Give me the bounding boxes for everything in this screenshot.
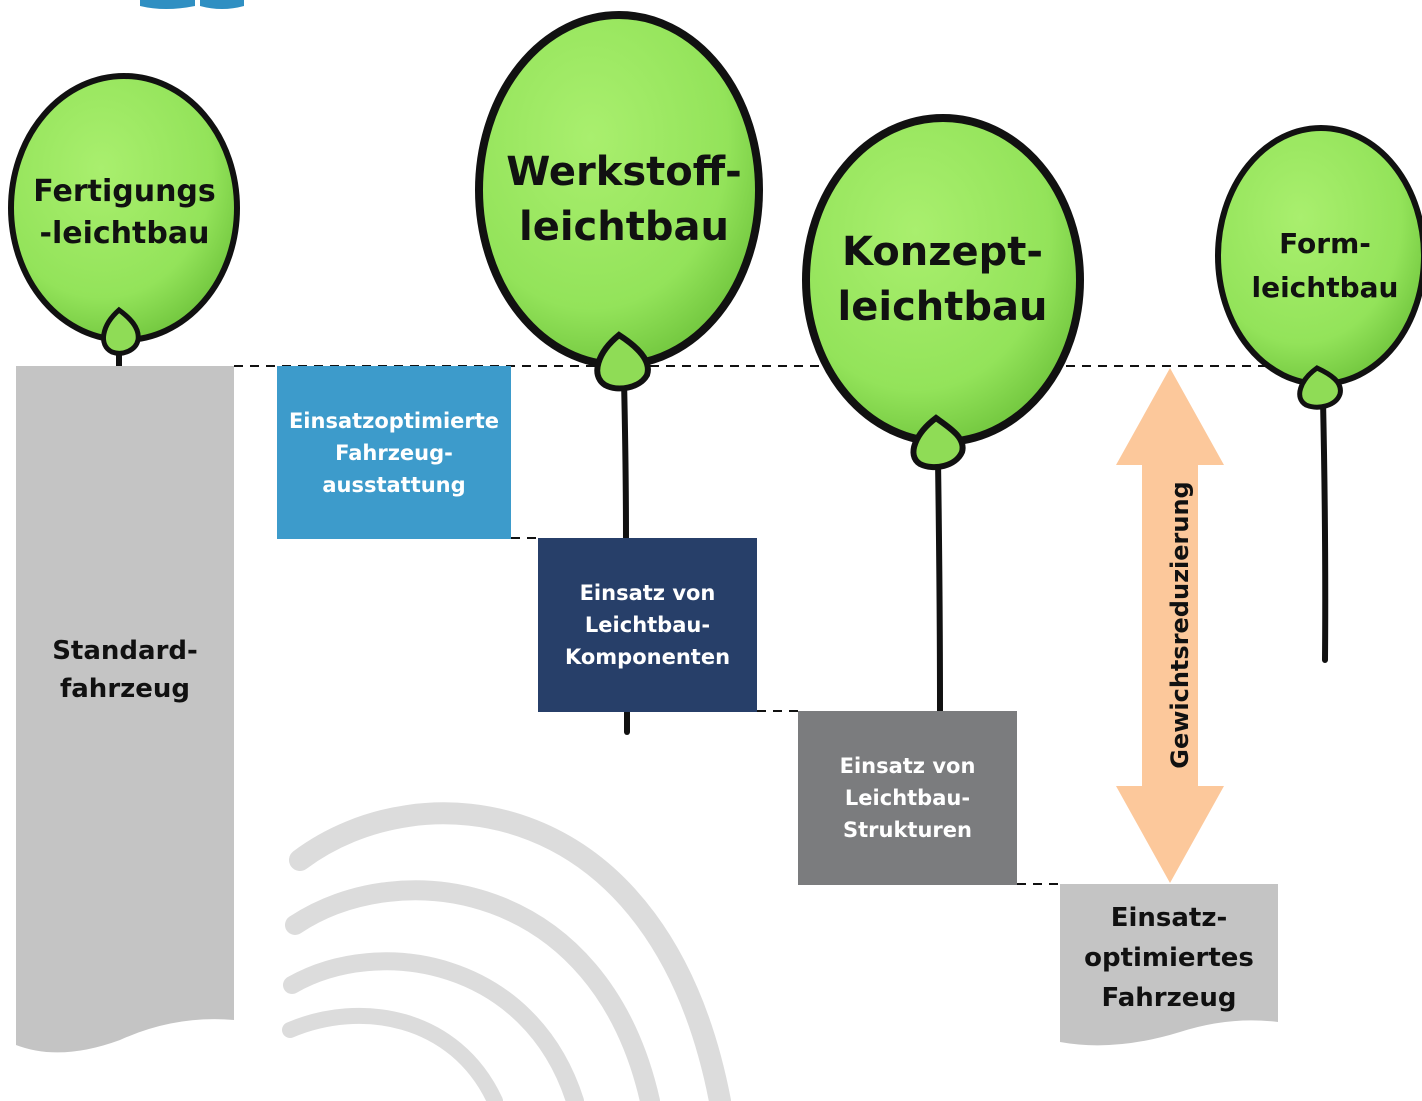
title-fragment-shape (140, 0, 244, 9)
balloon-werkstoffleichtbau (475, 11, 763, 392)
weight-reduction-arrow (1116, 368, 1224, 883)
dashed-connector-lines (234, 365, 1275, 885)
structures-box (798, 711, 1017, 885)
weight-reduction-label: Gewichtsreduzierung (1166, 481, 1194, 769)
equipment-box (277, 366, 511, 539)
balloon-label-formleichtbau: Form- leichtbau (1251, 227, 1399, 304)
components-label: Einsatz von Leichtbau- Komponenten (564, 581, 731, 669)
structures-label: Einsatz von Leichtbau- Strukturen (839, 754, 976, 842)
balloon-strings (116, 342, 1329, 735)
balloon-label-werkstoffleichtbau: Werkstoff- leichtbau (506, 149, 742, 250)
balloon-label-konzeptleichtbau: Konzept- leichtbau (837, 229, 1048, 330)
balloon-formleichtbau (1215, 125, 1422, 410)
equipment-label: Einsatzoptimierte Fahrzeug- ausstattung (288, 408, 500, 497)
standard-vehicle-label: Standard- fahrzeug (52, 636, 198, 704)
optimized-vehicle-box (1060, 884, 1278, 1046)
components-box (538, 538, 757, 712)
balloon-konzeptleichtbau (802, 114, 1084, 471)
optimized-vehicle-label: Einsatz- optimiertes Fahrzeug (1084, 902, 1254, 1013)
balloon-fertigungsleichtbau (8, 73, 240, 356)
standard-vehicle-box (16, 366, 234, 1053)
decorative-swoosh-logo (282, 802, 731, 1101)
balloon-label-fertigungsleichtbau: Fertigungs -leichtbau (33, 174, 216, 251)
